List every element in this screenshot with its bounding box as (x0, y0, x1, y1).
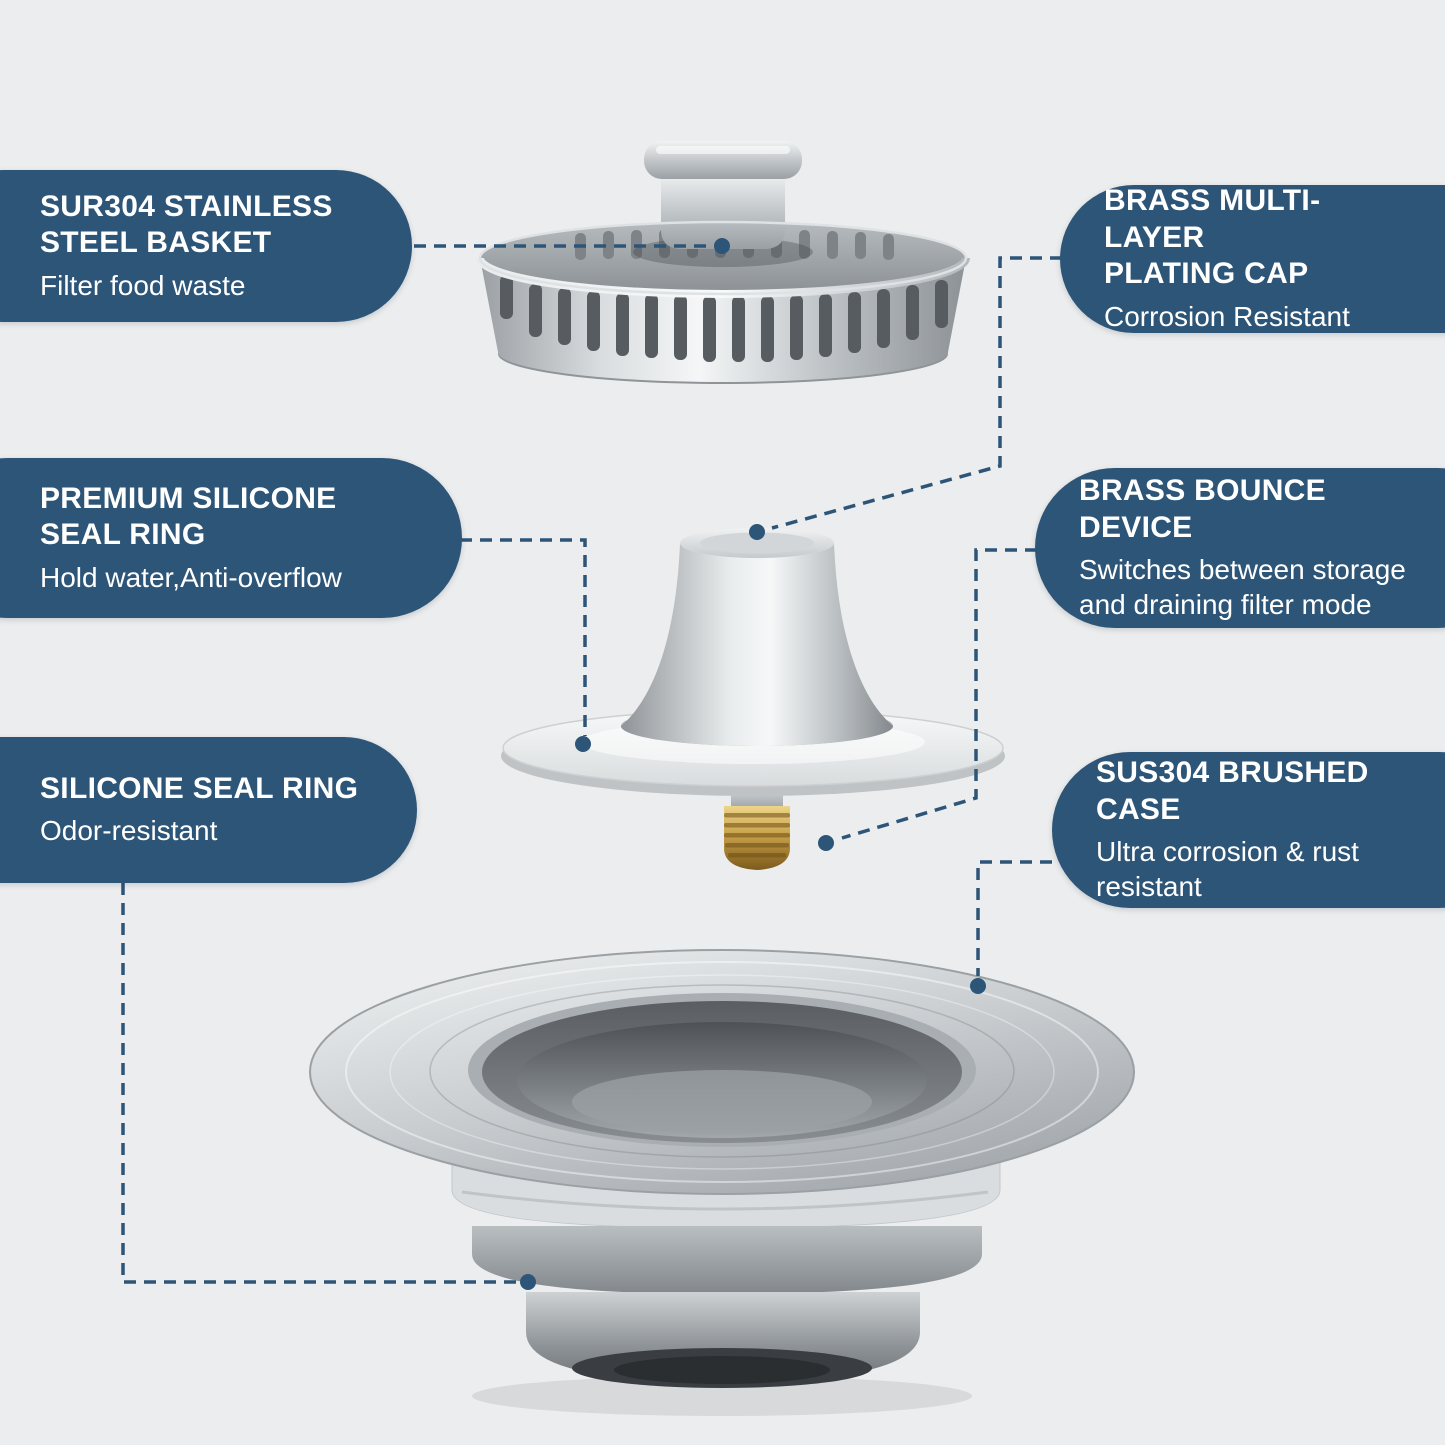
connector-seal-ring (121, 883, 536, 1290)
connector-basket (414, 238, 730, 254)
callout-subtitle: Corrosion Resistant (1104, 301, 1350, 333)
strainer-basket-image (476, 141, 970, 384)
callout-title: PREMIUM SILICONE SEAL RING (40, 481, 337, 552)
callout-premium-seal-ring: PREMIUM SILICONE SEAL RING Hold water,An… (0, 458, 462, 618)
callout-title: SILICONE SEAL RING (40, 771, 359, 805)
connector-plating-cap (749, 256, 1062, 540)
callout-steel-basket: SUR304 STAINLESS STEEL BASKET Filter foo… (0, 170, 412, 322)
callout-title: BRASS BOUNCE DEVICE (1079, 474, 1326, 544)
connector-premium-seal-ring (460, 538, 591, 752)
drain-case-image (309, 949, 1135, 1416)
callout-bounce-device: BRASS BOUNCE DEVICE Switches between sto… (1035, 468, 1445, 628)
connector-bounce-device (818, 548, 1037, 851)
callout-silicone-seal-ring: SILICONE SEAL RING Odor-resistant (0, 737, 417, 883)
callout-subtitle: Switches between storage and draining fi… (1079, 554, 1406, 621)
callout-brushed-case: SUS304 BRUSHED CASE Ultra corrosion & ru… (1052, 752, 1445, 908)
callout-subtitle: Odor-resistant (40, 815, 218, 847)
callout-subtitle: Filter food waste (40, 269, 246, 301)
callout-subtitle: Ultra corrosion & rust resistant (1096, 836, 1359, 903)
callout-plating-cap: BRASS MULTI-LAYER PLATING CAP Corrosion … (1060, 184, 1445, 333)
callout-subtitle: Hold water,Anti-overflow (40, 561, 342, 593)
callout-title: SUR304 STAINLESS STEEL BASKET (40, 189, 333, 260)
callout-title: BRASS MULTI-LAYER PLATING CAP (1104, 184, 1321, 291)
callout-title: SUS304 BRUSHED CASE (1096, 756, 1369, 826)
connector-brushed-case (970, 860, 1052, 994)
bounce-device-image (501, 528, 1005, 870)
